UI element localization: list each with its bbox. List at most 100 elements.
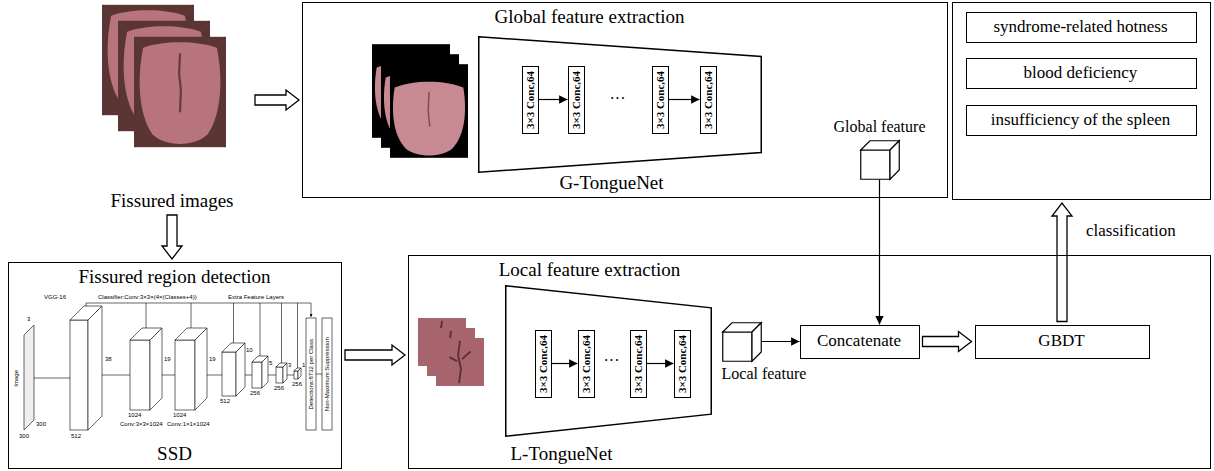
diagram-label: Extra Feature Layers: [228, 294, 284, 301]
flow-arrow: [539, 99, 568, 100]
nms-bar: [322, 318, 332, 430]
flow-arrow: [879, 180, 880, 325]
network-trapezoid: ··· 3×3 Conc,64 3×3 Conc,64 3×3 Conc,64 3×3 …: [478, 36, 762, 173]
diagram-label: 19: [209, 356, 216, 363]
process-box: insufficiency of the spleen: [966, 105, 1197, 136]
cuboid-side: [262, 356, 268, 388]
cuboid-side: [283, 363, 287, 383]
detection-bar: [306, 318, 316, 430]
cube-face: [890, 140, 899, 179]
feature-cuboid: [70, 306, 102, 430]
conv-block: 3×3 Conc,64: [700, 66, 717, 134]
diagram-label: Detections:8732 per Class: [308, 339, 315, 409]
diagram-label: 1: [302, 362, 305, 369]
process-box: syndrome-related hotness: [966, 12, 1197, 43]
block-arrow: [162, 215, 182, 259]
diagram-label: 38: [105, 356, 112, 363]
conv-block: 3×3 Conc,64: [674, 330, 691, 398]
node-label: Fissured images: [111, 190, 234, 212]
block-arrow: [923, 332, 972, 352]
diagram-label: Image: [13, 370, 20, 387]
cube-face: [860, 150, 889, 179]
diagram-label: 300: [36, 421, 46, 428]
feature-cuboid: [276, 363, 287, 383]
diagram-label: Non-Maximum Suppression: [324, 337, 331, 411]
network-trapezoid: ··· 3×3 Conc,64 3×3 Conc,64 3×3 Conc,64 3×3 …: [505, 285, 712, 437]
cube-outline: [722, 322, 762, 362]
node-label: insufficiency of the spleen: [991, 110, 1171, 130]
diagram-label: 256: [250, 390, 260, 397]
ssd-wires: [34, 303, 322, 378]
diagram-label: 512: [71, 433, 81, 440]
network-name: G-TongueNet: [559, 172, 663, 194]
cuboid-side: [195, 328, 207, 410]
layer-label: 3×3 Conc,64: [537, 334, 550, 392]
process-box: blood deficiency: [966, 58, 1197, 89]
flow-arrow: [669, 99, 700, 100]
node-label: GBDT: [1038, 331, 1084, 351]
diagram-label: Classifier:Conv:3×3×(4×(Classes+4)): [98, 294, 197, 301]
ssd-network: [24, 303, 332, 430]
layer-link: [34, 374, 322, 378]
diagram-label: 3: [288, 362, 291, 369]
feature-cuboid: [130, 328, 162, 410]
block-arrow: [1052, 203, 1072, 322]
node-label: ···: [604, 352, 620, 370]
layer-label: 3×3 Conc,64: [524, 70, 537, 128]
cuboid-front: [130, 340, 150, 410]
layer-label: 3×3 Conc,64: [632, 334, 645, 392]
cuboid-side: [298, 368, 301, 379]
block-arrow: [345, 345, 405, 365]
classifier-arrow: [311, 303, 312, 317]
cube-outline: [860, 140, 900, 180]
trapezoid-path: [478, 36, 761, 172]
cuboid-side: [88, 306, 102, 430]
node-label: ···: [610, 90, 626, 108]
conv-block: 3×3 Conc,64: [630, 330, 647, 398]
cuboid-front: [222, 352, 236, 396]
node-label: Concatenate: [817, 331, 901, 351]
cuboid-front: [252, 362, 262, 388]
feature-cuboid: [294, 368, 301, 379]
diagram-label: 1024: [128, 412, 141, 419]
feature-cuboid: [222, 343, 245, 396]
diagram-label: 10: [246, 347, 253, 354]
cube-face: [752, 322, 761, 361]
layer-label: 3×3 Conc,64: [676, 334, 689, 392]
block-arrow: [255, 90, 299, 110]
panel-title: Fissured region detection: [78, 266, 270, 288]
panel-frame: Global feature extractionG-TongueNet···3…: [302, 2, 948, 198]
flow-arrow: [552, 363, 578, 364]
diagram-label: 19: [164, 356, 171, 363]
feature-cube: Local feature: [722, 322, 762, 362]
node-label: blood deficiency: [1024, 63, 1138, 83]
diagram-label: VGG-16: [44, 294, 66, 301]
classifier-bus: [86, 303, 311, 368]
input-plane: [24, 325, 34, 430]
diagram-label: Conv:3×3×1024: [120, 421, 163, 428]
cuboid-front: [175, 340, 195, 410]
cuboid-side: [150, 328, 162, 410]
layer-label: 3×3 Conc,64: [654, 70, 667, 128]
node-label: syndrome-related hotness: [993, 17, 1167, 37]
cuboid-front: [294, 371, 298, 379]
diagram-label: 256: [292, 381, 302, 388]
layer-label: 3×3 Conc,64: [702, 70, 715, 128]
global-photo-stack: [372, 44, 468, 158]
panel-frame: syndrome-related hotness blood deficiency…: [952, 2, 1211, 200]
cuboid-front: [70, 320, 88, 430]
diagram-label: 5: [269, 360, 272, 367]
cuboid-front: [276, 367, 283, 383]
process-box: Concatenate: [800, 325, 920, 359]
conv-block: 3×3 Conc,64: [568, 66, 585, 134]
local-crop-stack: [418, 318, 484, 386]
feature-cuboid: [252, 356, 268, 388]
layer-label: 3×3 Conc,64: [580, 334, 593, 392]
panel-frame: Local feature extractionL-TongueNet···3×…: [408, 255, 1211, 469]
layer-label: 3×3 Conc,64: [570, 70, 583, 128]
network-name: L-TongueNet: [510, 443, 612, 465]
trapezoid-path: [505, 285, 711, 436]
network-name: SSD: [157, 443, 192, 465]
cuboid-side: [236, 343, 245, 396]
